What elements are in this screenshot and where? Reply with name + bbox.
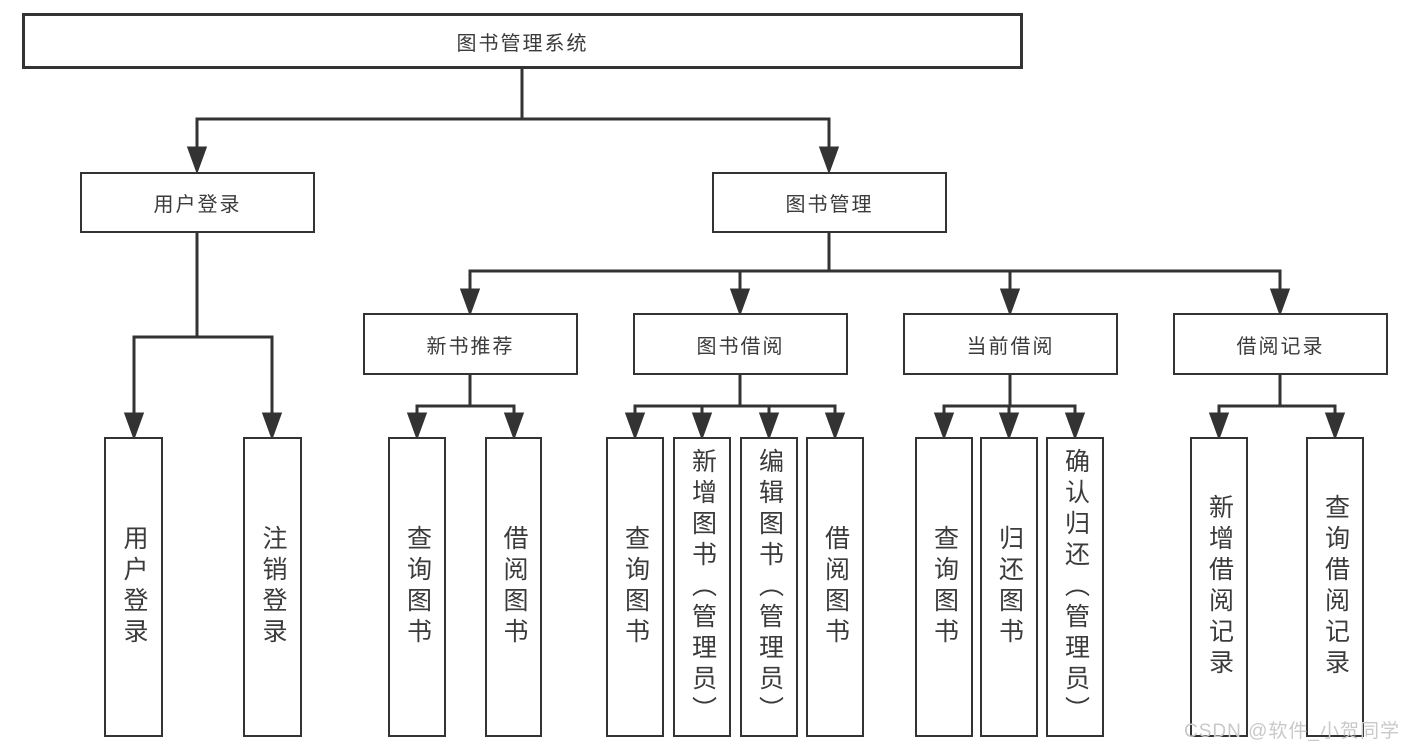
leaf-add-borrow-record: 新增借阅记录 [1190, 437, 1248, 737]
leaf-edit-books-admin: 编辑图书（管理员） [740, 437, 798, 737]
node-label: 图书管理 [785, 194, 874, 216]
leaf-label: 编辑图书（管理员） [755, 447, 784, 727]
leaf-borrow-books-newbooks: 借阅图书 [485, 437, 542, 737]
leaf-return-books: 归还图书 [980, 437, 1038, 737]
node-label: 新书推荐 [426, 335, 515, 358]
leaf-borrow-books-borrowing: 借阅图书 [806, 437, 864, 737]
leaf-label: 查询借阅记录 [1321, 494, 1350, 680]
node-new-book-recommend: 新书推荐 [363, 313, 578, 375]
node-library-management-system: 图书管理系统 [22, 13, 1023, 69]
leaf-label: 借阅图书 [500, 525, 528, 649]
node-user-login-branch: 用户登录 [80, 172, 315, 233]
node-label: 当前借阅 [966, 335, 1055, 358]
node-label: 用户登录 [153, 194, 242, 216]
leaf-add-books-admin: 新增图书（管理员） [673, 437, 731, 737]
leaf-label: 借阅图书 [821, 525, 850, 649]
leaf-query-books-newbooks: 查询图书 [388, 437, 446, 737]
leaf-query-books-current: 查询图书 [915, 437, 973, 737]
leaf-query-borrow-record: 查询借阅记录 [1306, 437, 1364, 737]
leaf-query-books-borrowing: 查询图书 [606, 437, 664, 737]
leaf-label: 注销登录 [259, 525, 287, 649]
node-book-management-branch: 图书管理 [712, 172, 947, 233]
node-label: 图书管理系统 [456, 32, 589, 55]
leaf-confirm-return-admin: 确认归还（管理员） [1046, 437, 1104, 737]
leaf-label: 用户登录 [120, 525, 148, 649]
leaf-label: 新增借阅记录 [1205, 494, 1234, 680]
leaf-label: 新增图书（管理员） [688, 447, 717, 727]
csdn-watermark: CSDN @软件_小贺同学 [1184, 721, 1400, 742]
node-book-borrowing: 图书借阅 [633, 313, 848, 375]
leaf-label: 查询图书 [621, 525, 650, 649]
leaf-label: 确认归还（管理员） [1061, 447, 1090, 727]
leaf-user-login: 用户登录 [104, 437, 163, 737]
leaf-label: 查询图书 [403, 525, 432, 649]
leaf-logout: 注销登录 [243, 437, 302, 737]
node-label: 图书借阅 [696, 335, 785, 358]
leaf-label: 归还图书 [995, 525, 1024, 649]
leaf-label: 查询图书 [930, 525, 959, 649]
node-current-borrowing: 当前借阅 [903, 313, 1118, 375]
node-borrowing-records: 借阅记录 [1173, 313, 1388, 375]
node-label: 借阅记录 [1236, 335, 1325, 358]
